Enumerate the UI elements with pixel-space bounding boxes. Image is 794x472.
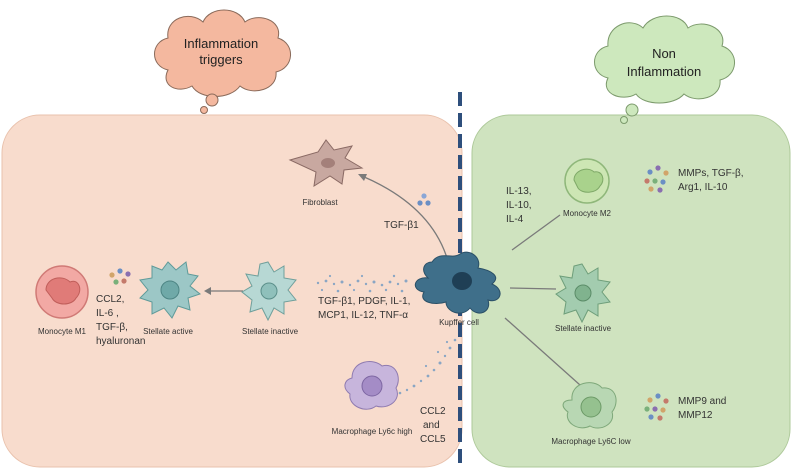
chemokine-dots	[316, 274, 457, 398]
label-mmp-line1: MMP9 and	[678, 396, 726, 407]
line-kupffer-to-monocyte-m2	[511, 214, 561, 251]
stellate-active-cell	[139, 261, 202, 319]
label-macrophage-low: Macrophage Ly6C low	[551, 437, 631, 446]
molecule-cluster-fibroblast	[417, 193, 431, 206]
non-inflammation-cloud: Non Inflammation	[594, 15, 735, 124]
label-kupffer-stellate-line1: TGF-β1, PDGF, IL-1,	[318, 296, 410, 307]
label-mmp-line2: MMP12	[678, 410, 713, 421]
line-kupffer-to-stellate-right	[509, 287, 557, 290]
label-monocyte-m2: Monocyte M2	[563, 209, 612, 218]
label-stellate-inactive-right: Stellate inactive	[555, 324, 612, 333]
molecule-cluster-mmp	[644, 393, 669, 421]
inflammation-cloud-line1: Inflammation	[184, 36, 258, 51]
label-stellate-active: Stellate active	[143, 327, 193, 336]
label-m1-line1: CCL2,	[96, 294, 124, 305]
non-inflammation-cloud-line2: Inflammation	[627, 64, 701, 79]
label-m1-line4: hyaluronan	[96, 336, 145, 347]
line-kupffer-to-macrophage-low	[504, 317, 581, 386]
monocyte-m2-cell	[564, 158, 610, 204]
inflammation-cloud: Inflammation triggers	[154, 9, 291, 114]
kupffer-cell	[414, 251, 501, 314]
macrophage-high-cell	[344, 361, 399, 410]
arrowhead-fibroblast	[358, 174, 367, 181]
arrows	[204, 174, 581, 386]
label-il-line2: IL-10,	[506, 200, 532, 211]
macrophage-low-cell	[562, 382, 617, 429]
label-kupffer-stellate-line2: MCP1, IL-12, TNF-α	[318, 310, 408, 321]
label-ccl-line3: CCL5	[420, 434, 446, 445]
label-monocyte-m1: Monocyte M1	[38, 327, 87, 336]
monocyte-m1-cell	[35, 265, 89, 319]
molecule-cluster-m1	[109, 268, 131, 285]
label-macrophage-high: Macrophage Ly6c high	[332, 427, 413, 436]
arrowhead-stellate-active	[204, 287, 211, 295]
molecule-cluster-m2	[644, 165, 669, 193]
non-inflammation-cloud-line1: Non	[652, 46, 676, 61]
label-ccl-line1: CCL2	[420, 406, 446, 417]
inflammation-cloud-line2: triggers	[199, 52, 243, 67]
label-ccl-line2: and	[423, 420, 440, 431]
label-m2-line1: MMPs, TGF-β,	[678, 168, 744, 179]
label-m1-line2: IL-6 ,	[96, 308, 119, 319]
label-tgf-b1: TGF-β1	[384, 220, 419, 231]
label-il-line1: IL-13,	[506, 186, 532, 197]
arrow-kupffer-to-fibroblast	[361, 175, 448, 259]
label-stellate-inactive-left: Stellate inactive	[242, 327, 299, 336]
label-m2-line2: Arg1, IL-10	[678, 182, 728, 193]
label-m1-line3: TGF-β,	[96, 322, 128, 333]
stellate-inactive-left-cell	[241, 261, 297, 322]
fibroblast-cell	[288, 139, 364, 187]
label-kupffer: Kupffer cell	[439, 318, 479, 327]
label-il-line3: IL-4	[506, 214, 524, 225]
label-fibroblast: Fibroblast	[302, 198, 338, 207]
stellate-inactive-right-cell	[555, 263, 611, 324]
